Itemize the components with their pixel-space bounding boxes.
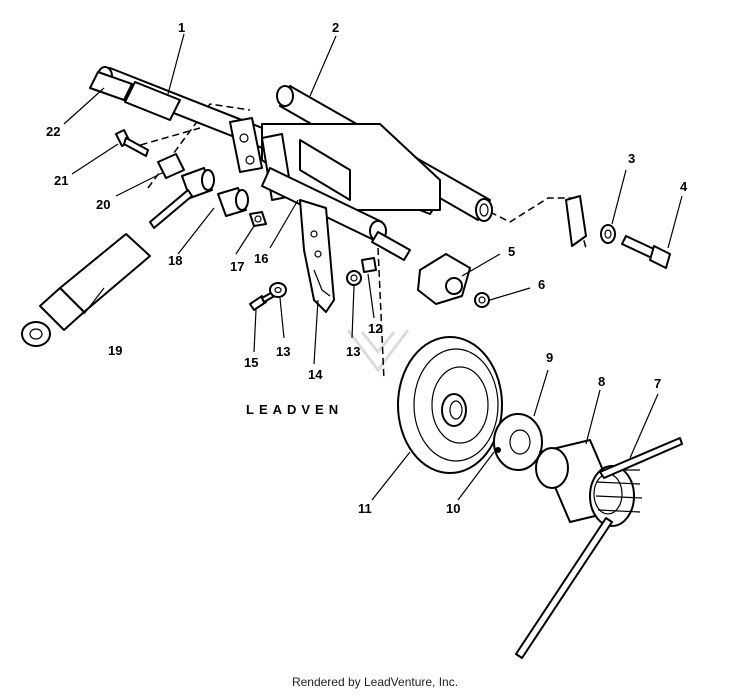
callout-5: 5 [508, 244, 515, 259]
part-6-washer [474, 292, 490, 308]
part-10-set-screw [495, 447, 501, 453]
footer-credit: Rendered by LeadVenture, Inc. [291, 675, 459, 689]
callout-13b: 13 [346, 344, 360, 359]
callout-6: 6 [538, 277, 545, 292]
part-20-spacer [157, 153, 185, 179]
leadventure-watermark: LEADVEN [246, 329, 410, 417]
part-7-spring [515, 437, 683, 659]
callout-14: 14 [308, 367, 323, 382]
part-22-rod-end [89, 71, 133, 101]
part-17-nut [249, 211, 267, 227]
callout-17: 17 [230, 259, 244, 274]
callout-18: 18 [168, 253, 182, 268]
callout-4: 4 [680, 179, 688, 194]
callout-13a: 13 [276, 344, 290, 359]
callout-16: 16 [254, 251, 268, 266]
callout-20: 20 [96, 197, 110, 212]
part-12-nut [361, 257, 377, 273]
part-14-idler-arm [299, 199, 335, 313]
callout-19: 19 [108, 343, 122, 358]
part-9-collar [493, 413, 543, 471]
part-16-shaft [261, 167, 411, 261]
callout-21: 21 [54, 173, 68, 188]
callout-11: 11 [358, 501, 372, 516]
part-13-washers [269, 270, 362, 298]
part-3-washer [565, 195, 616, 247]
part-5-clamp [417, 253, 471, 305]
callout-22: 22 [46, 124, 60, 139]
callout-9: 9 [546, 350, 553, 365]
callout-7: 7 [654, 376, 661, 391]
frame-bracket [229, 117, 441, 211]
callout-12: 12 [368, 321, 382, 336]
callout-8: 8 [598, 374, 605, 389]
callouts: 1 2 3 4 5 6 7 8 9 10 11 12 13 13 14 15 1… [46, 20, 688, 516]
callout-15: 15 [244, 355, 258, 370]
part-19-shock [21, 189, 193, 347]
callout-1: 1 [178, 20, 185, 35]
part-11-pulley [397, 336, 503, 474]
watermark-text: LEADVEN [246, 402, 343, 417]
part-18-bushings [181, 167, 249, 217]
leader-lines [63, 33, 683, 501]
part-4-bolt [621, 235, 671, 269]
part-21-bolt [115, 129, 149, 157]
callout-3: 3 [628, 151, 635, 166]
callout-2: 2 [332, 20, 339, 35]
callout-10: 10 [446, 501, 460, 516]
